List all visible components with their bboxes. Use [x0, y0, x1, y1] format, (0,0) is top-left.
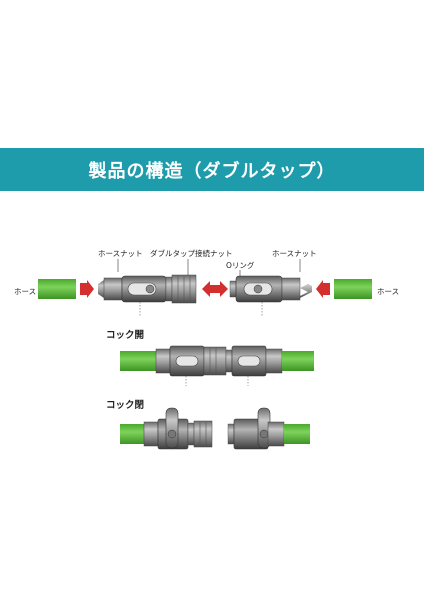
arrow-right-icon	[80, 280, 94, 298]
label-cock-open: コック開	[106, 329, 144, 341]
hose-closed-right	[284, 424, 310, 444]
label-o-ring: Oリング	[226, 260, 255, 270]
hose-open-right	[282, 351, 314, 371]
label-hose-nut-right: ホースナット	[272, 249, 317, 258]
double-arrow-icon	[202, 281, 228, 297]
arrow-left-icon	[316, 280, 330, 298]
label-double-tap-nut: ダブルタップ接続ナット	[150, 248, 233, 258]
label-hose-nut-left: ホースナット	[98, 249, 143, 258]
label-hose-right: ホース	[377, 287, 399, 296]
cock-handle-left	[165, 407, 179, 449]
cock-closed-view: コック閉	[106, 399, 310, 450]
hose-nut-right	[281, 277, 301, 301]
hose-barb-right	[300, 280, 312, 298]
double-tap-nut-open	[203, 346, 227, 376]
page-title: 製品の構造（ダブルタップ）	[88, 160, 336, 182]
hose-barb-left	[98, 280, 104, 298]
hose-nut-left	[103, 277, 123, 301]
exploded-view: ホースナット ダブルタップ接続ナット Oリング ホースナット ホース ホース	[14, 248, 399, 316]
title-banner: 製品の構造（ダブルタップ）	[0, 148, 424, 191]
cock-open-view: コック開	[106, 329, 314, 386]
hose-open-left	[120, 351, 156, 371]
hose-right	[334, 279, 372, 299]
label-hose-left: ホース	[14, 287, 36, 296]
hose-closed-left	[120, 424, 144, 444]
label-cock-closed: コック閉	[106, 399, 144, 411]
hose-left	[38, 279, 76, 299]
